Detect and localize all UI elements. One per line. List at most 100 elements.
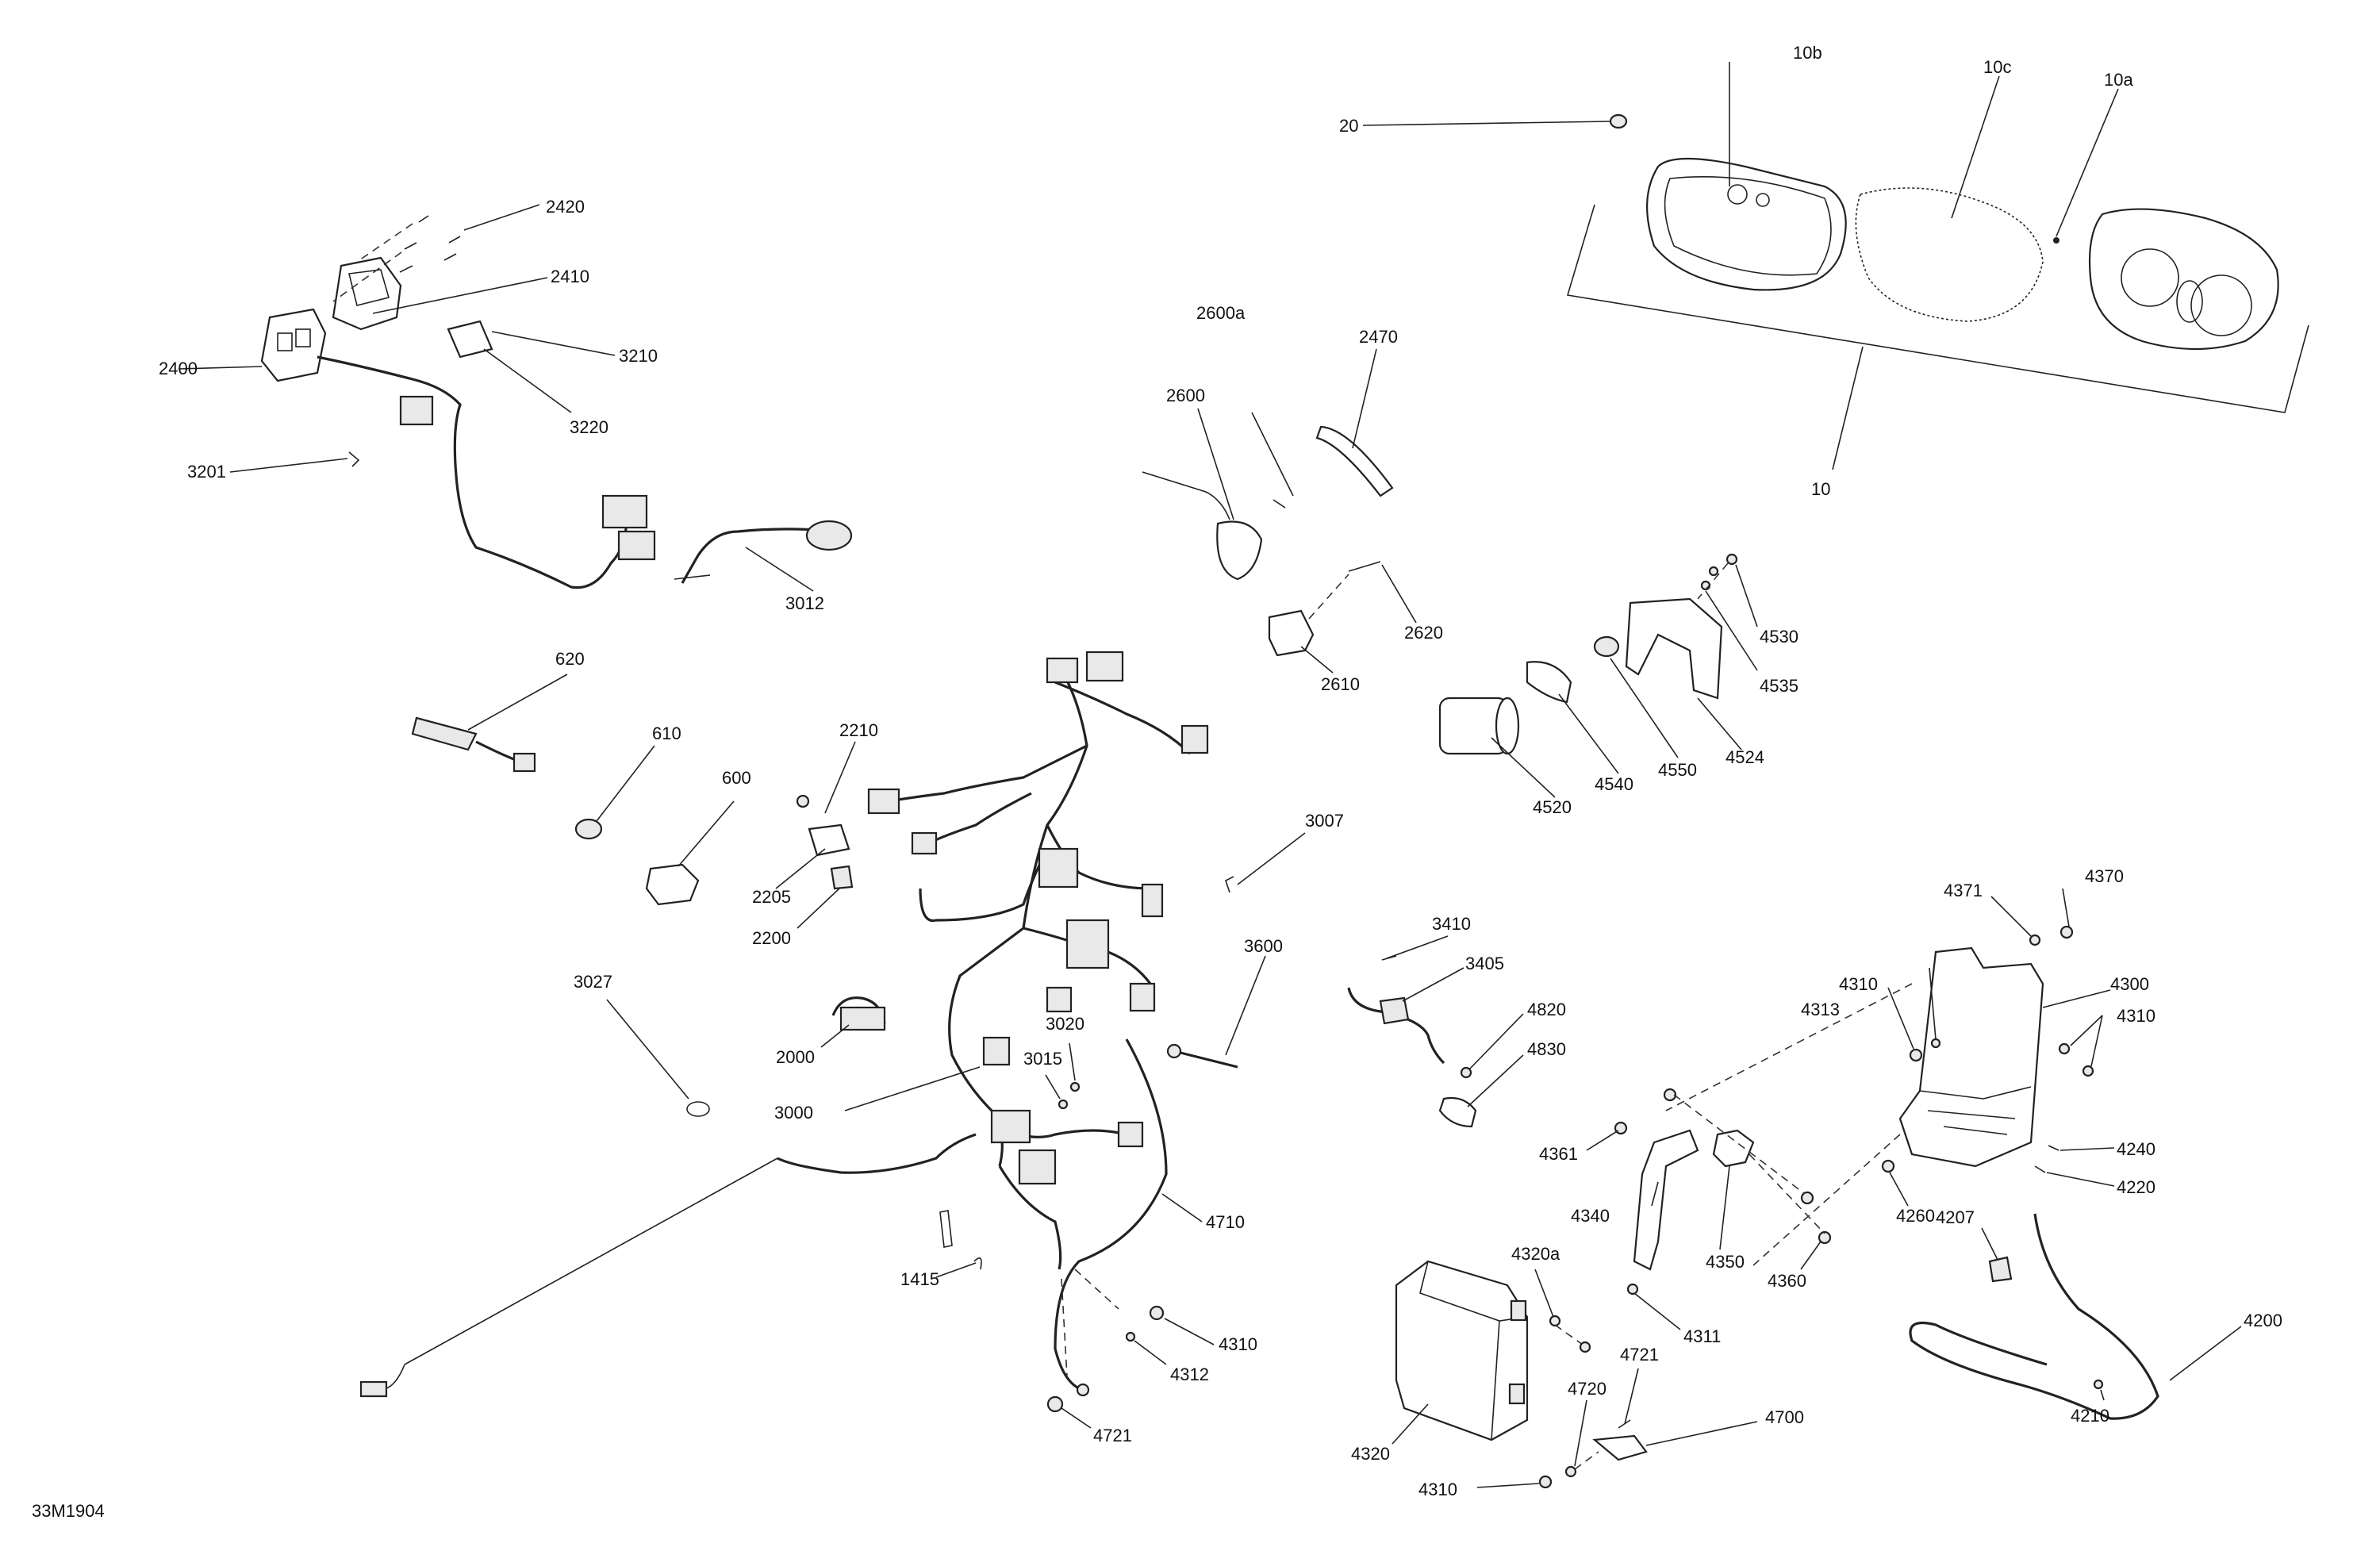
label-4524: 4524 (1726, 747, 1764, 767)
label-4310-right: 4310 (2117, 1006, 2155, 1026)
label-4700: 4700 (1765, 1407, 1804, 1427)
label-4540: 4540 (1595, 774, 1633, 794)
label-2410: 2410 (551, 267, 589, 286)
part-600: 600 (645, 768, 751, 906)
label-1415: 1415 (900, 1269, 939, 1289)
label-4310-tray: 4310 (1839, 974, 1878, 994)
part-3012: 3012 (674, 520, 853, 613)
label-4220: 4220 (2117, 1177, 2155, 1197)
label-4370: 4370 (2085, 866, 2124, 886)
cluster-lens (1855, 187, 2044, 322)
label-3012: 3012 (785, 593, 824, 613)
label-3410: 3410 (1432, 914, 1471, 934)
label-2620: 2620 (1404, 623, 1443, 643)
battery-tray-group: 4370 4371 4310 4313 4300 4310 4240 4220 … (1665, 866, 2155, 1266)
label-4200: 4200 (2244, 1311, 2282, 1330)
label-4340: 4340 (1571, 1206, 1610, 1226)
label-4820: 4820 (1527, 1000, 1566, 1019)
part-3201: 3201 (187, 451, 360, 482)
label-3201: 3201 (187, 462, 226, 482)
label-4311: 4311 (1683, 1326, 1721, 1346)
battery-4320: 4320 (1351, 1260, 1529, 1464)
label-2600: 2600 (1166, 386, 1205, 405)
part-3210-3220: 3210 3220 (447, 320, 658, 437)
part-620: 620 (411, 649, 585, 773)
label-610: 610 (652, 724, 681, 743)
label-4210: 4210 (2071, 1406, 2109, 1426)
label-2420: 2420 (546, 197, 585, 217)
label-4535: 4535 (1760, 676, 1798, 696)
gauge-cluster (2088, 208, 2279, 351)
label-4300: 4300 (2110, 974, 2149, 994)
label-4310-lower: 4310 (1219, 1334, 1257, 1354)
battery-hardware: 4320a 4721 4720 4700 4310 (1418, 1244, 1804, 1499)
label-3220: 3220 (570, 417, 608, 437)
fasteners-lower-centre: 4310 4312 4721 (1046, 1269, 1257, 1445)
label-4310-battery: 4310 (1418, 1480, 1457, 1499)
relay-bracket-group: 4361 4340 4350 4360 4311 (1539, 1088, 1832, 1346)
battery-strap-group: 4207 4200 4210 (1909, 1207, 2282, 1426)
part-610: 610 (574, 724, 681, 840)
label-4721-battery: 4721 (1620, 1345, 1659, 1365)
label-4240: 4240 (2117, 1139, 2155, 1159)
label-2205: 2205 (752, 887, 791, 907)
label-4260: 4260 (1896, 1206, 1935, 1226)
label-3210: 3210 (619, 346, 658, 366)
label-4320a: 4320a (1511, 1244, 1560, 1264)
part-20: 20 (1339, 113, 1628, 136)
label-4320: 4320 (1351, 1444, 1390, 1464)
part-3027: 3027 (574, 972, 710, 1117)
diagram-code: 33M1904 (32, 1501, 105, 1521)
label-3600: 3600 (1244, 936, 1283, 956)
label-4360: 4360 (1768, 1271, 1806, 1291)
label-2610: 2610 (1321, 674, 1360, 694)
label-4550: 4550 (1658, 760, 1697, 780)
part-2200-group: 2210 2205 2200 (752, 720, 878, 948)
label-20: 20 (1339, 116, 1358, 136)
label-3405: 3405 (1465, 954, 1504, 973)
part-3007: 3007 (1225, 811, 1344, 893)
label-2210: 2210 (839, 720, 878, 740)
label-3020: 3020 (1046, 1014, 1084, 1034)
part-4520-group: 4530 4535 4524 4550 4540 4520 (1438, 553, 1798, 817)
label-4710: 4710 (1206, 1212, 1245, 1232)
label-3007: 3007 (1305, 811, 1344, 831)
label-4721-lower: 4721 (1093, 1426, 1132, 1445)
label-3015: 3015 (1023, 1049, 1062, 1069)
label-3027: 3027 (574, 972, 612, 992)
label-4207: 4207 (1936, 1207, 1975, 1227)
label-10: 10 (1811, 479, 1830, 499)
label-4720: 4720 (1568, 1379, 1606, 1399)
part-2610-2620: 2620 2610 (1268, 561, 1443, 694)
label-4530: 4530 (1760, 627, 1798, 647)
part-3020-3015: 3020 3015 (1023, 1014, 1084, 1110)
label-4371: 4371 (1944, 881, 1983, 900)
label-10a: 10a (2104, 70, 2133, 90)
label-3000: 3000 (774, 1103, 813, 1123)
instrument-cluster-group: 10b 10c 10a 10 (1566, 43, 2309, 499)
part-2470: 2470 (1315, 327, 1398, 497)
cluster-bezel (1646, 157, 1847, 291)
label-4312: 4312 (1170, 1365, 1209, 1384)
label-2200: 2200 (752, 928, 791, 948)
label-10b: 10b (1793, 43, 1822, 63)
label-10c: 10c (1983, 57, 2011, 77)
label-4313: 4313 (1801, 1000, 1840, 1019)
label-2400: 2400 (159, 359, 198, 378)
part-3600: 3600 (1166, 936, 1283, 1069)
label-4361: 4361 (1539, 1144, 1578, 1164)
label-4830: 4830 (1527, 1039, 1566, 1059)
part-4710: 4710 (1054, 1038, 1245, 1397)
part-2000: 2000 (776, 996, 886, 1067)
label-620: 620 (555, 649, 585, 669)
label-600: 600 (722, 768, 751, 788)
label-4350: 4350 (1706, 1252, 1745, 1272)
part-2600: 2600a 2600 (1142, 303, 1294, 581)
part-1415: 1415 (900, 1210, 982, 1289)
label-2470: 2470 (1359, 327, 1398, 347)
label-4520: 4520 (1533, 797, 1572, 817)
part-3405-group: 3410 3405 4820 4830 (1347, 914, 1566, 1128)
label-2000: 2000 (776, 1047, 815, 1067)
switch-assembly: 2420 2410 2400 (159, 197, 656, 589)
